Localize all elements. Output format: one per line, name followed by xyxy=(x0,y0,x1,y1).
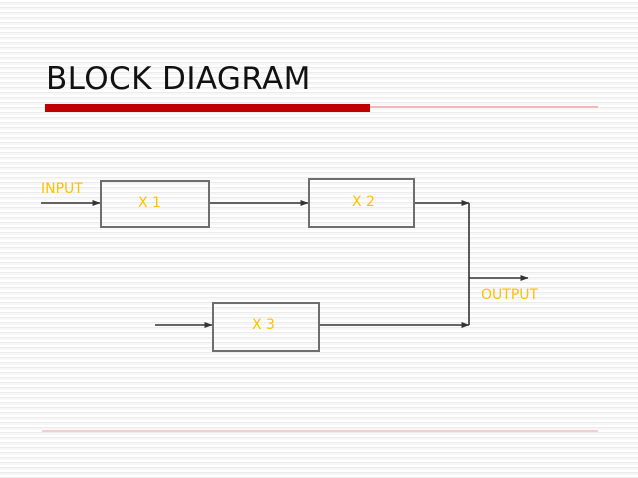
block-x3-label: X 3 xyxy=(252,317,275,333)
page-title: BLOCK DIAGRAM xyxy=(46,61,311,97)
input-label: INPUT xyxy=(41,181,83,197)
output-label: OUTPUT xyxy=(481,287,539,303)
title-accent-bar-fade xyxy=(370,106,598,108)
title-accent-bar xyxy=(45,104,370,112)
block-x2-label: X 2 xyxy=(352,194,375,210)
block-x3[interactable] xyxy=(212,302,320,352)
footer-rule xyxy=(42,430,598,432)
block-x1[interactable] xyxy=(100,180,210,228)
block-x2[interactable] xyxy=(308,178,415,228)
block-x1-label: X 1 xyxy=(138,195,161,211)
